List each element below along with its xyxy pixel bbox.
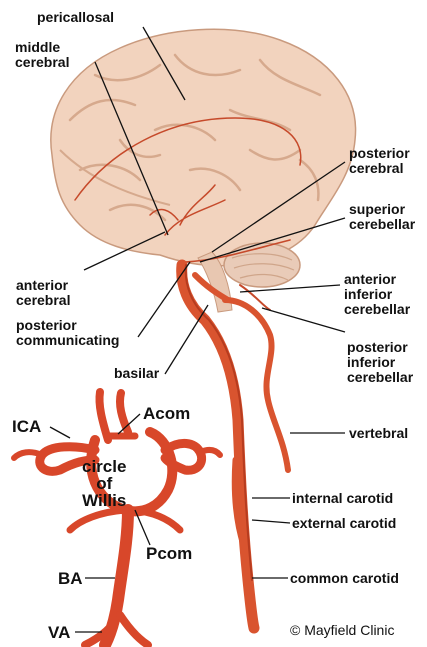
label-pcom: Pcom <box>146 545 192 562</box>
label-pericallosal: pericallosal <box>37 10 114 25</box>
label-ba: BA <box>58 570 83 587</box>
label-posterior-communicating: posterior communicating <box>16 318 119 348</box>
label-posterior-inferior-cerebellar: posterior inferior cerebellar <box>347 340 413 385</box>
label-posterior-cerebral: posterior cerebral <box>349 146 410 176</box>
label-anterior-inferior-cerebellar: anterior inferior cerebellar <box>344 272 410 317</box>
label-basilar: basilar <box>114 366 159 381</box>
label-internal-carotid: internal carotid <box>292 491 393 506</box>
label-circle-of-willis: circle of Willis <box>82 458 126 509</box>
label-va: VA <box>48 624 70 641</box>
brain <box>51 29 356 312</box>
label-ica: ICA <box>12 418 41 435</box>
label-vertebral: vertebral <box>349 426 408 441</box>
label-common-carotid: common carotid <box>290 571 399 586</box>
label-external-carotid: external carotid <box>292 516 396 531</box>
label-anterior-cerebral: anterior cerebral <box>16 278 70 308</box>
label-acom: Acom <box>143 405 190 422</box>
credit: © Mayfield Clinic <box>290 622 394 638</box>
label-superior-cerebellar: superior cerebellar <box>349 202 415 232</box>
circle-of-willis <box>14 392 220 645</box>
label-middle-cerebral: middle cerebral <box>15 40 69 70</box>
cerebellum <box>224 243 300 287</box>
